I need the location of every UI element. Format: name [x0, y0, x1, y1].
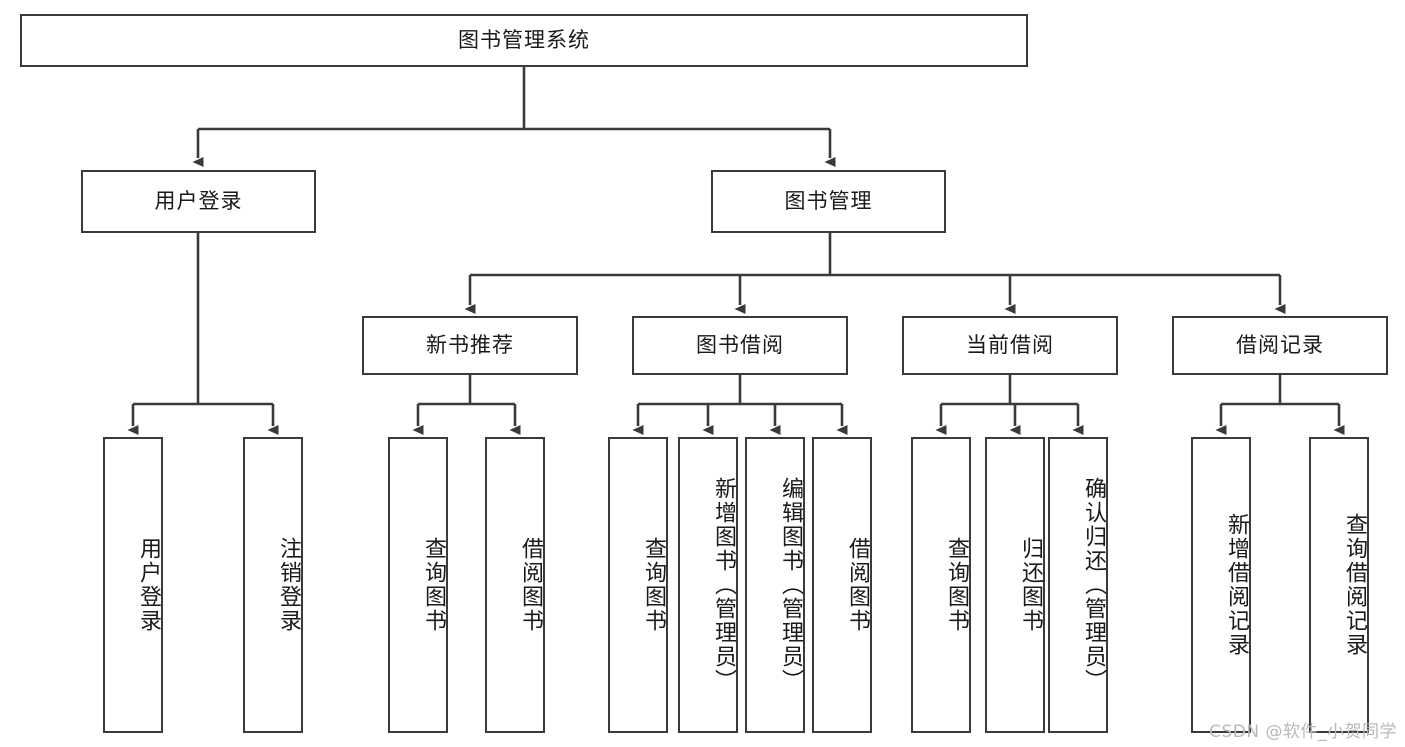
node-book-borrow[interactable]: 图书借阅: [632, 316, 848, 375]
watermark-text: CSDN @软件_小贺同学: [1209, 722, 1397, 742]
node-leaf-add-book[interactable]: 新增图书（管理员）: [678, 437, 738, 733]
node-leaf-query-book-1[interactable]: 查询图书: [388, 437, 448, 733]
node-label: 新书推荐: [426, 333, 514, 358]
node-label: 用户登录: [154, 189, 243, 214]
node-label: 借阅记录: [1236, 333, 1324, 358]
node-leaf-logout[interactable]: 注销登录: [243, 437, 303, 733]
node-label: 借阅图书: [845, 537, 870, 633]
node-label: 新增借阅记录: [1224, 513, 1249, 657]
node-label: 图书管理: [784, 189, 873, 214]
node-label: 借阅图书: [518, 537, 543, 633]
node-leaf-edit-book[interactable]: 编辑图书（管理员）: [745, 437, 805, 733]
node-leaf-add-record[interactable]: 新增借阅记录: [1191, 437, 1251, 733]
node-leaf-return-book[interactable]: 归还图书: [985, 437, 1045, 733]
node-leaf-query-record[interactable]: 查询借阅记录: [1309, 437, 1369, 733]
node-label: 查询图书: [944, 537, 969, 633]
node-label: 查询图书: [641, 537, 666, 633]
node-leaf-borrow-book-1[interactable]: 借阅图书: [485, 437, 545, 733]
node-root-system[interactable]: 图书管理系统: [20, 14, 1028, 67]
node-leaf-borrow-book-2[interactable]: 借阅图书: [812, 437, 872, 733]
node-label: 注销登录: [276, 537, 301, 633]
node-label: 归还图书: [1018, 537, 1043, 633]
node-label: 图书借阅: [696, 333, 784, 358]
node-label: 查询借阅记录: [1342, 513, 1367, 657]
node-label: 编辑图书（管理员）: [778, 477, 803, 693]
node-leaf-user-login[interactable]: 用户登录: [103, 437, 163, 733]
node-leaf-confirm-return[interactable]: 确认归还（管理员）: [1048, 437, 1108, 733]
node-leaf-query-book-3[interactable]: 查询图书: [911, 437, 971, 733]
node-borrow-record[interactable]: 借阅记录: [1172, 316, 1388, 375]
node-label: 图书管理系统: [458, 28, 590, 53]
node-new-book-rec[interactable]: 新书推荐: [362, 316, 578, 375]
node-book-manage[interactable]: 图书管理: [711, 170, 946, 233]
node-user-login[interactable]: 用户登录: [81, 170, 316, 233]
node-leaf-query-book-2[interactable]: 查询图书: [608, 437, 668, 733]
node-label: 当前借阅: [966, 333, 1054, 358]
node-label: 新增图书（管理员）: [711, 477, 736, 693]
node-label: 查询图书: [421, 537, 446, 633]
node-label: 确认归还（管理员）: [1081, 477, 1106, 693]
node-current-borrow[interactable]: 当前借阅: [902, 316, 1118, 375]
node-label: 用户登录: [136, 537, 161, 633]
